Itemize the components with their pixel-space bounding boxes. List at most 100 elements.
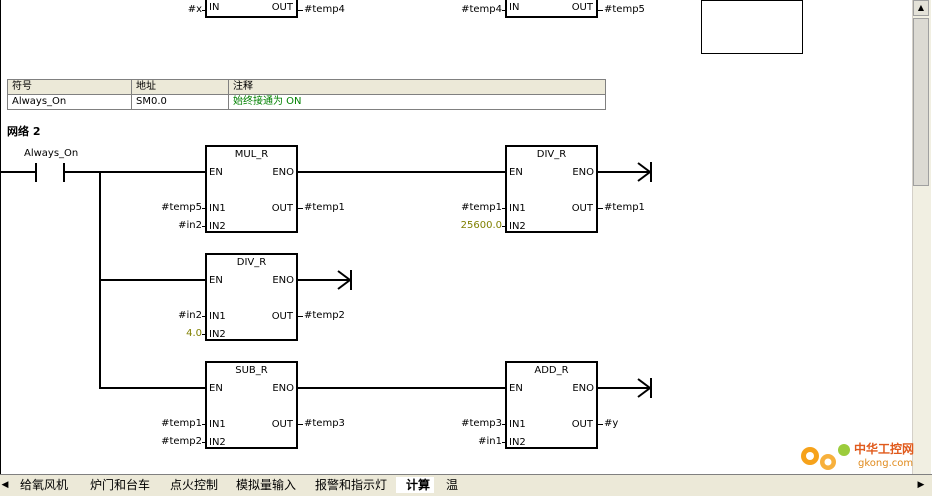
- block-title: ADD_R: [534, 365, 569, 376]
- eno-pin: ENO: [572, 383, 594, 394]
- box2-in-pin: IN: [509, 2, 520, 13]
- en-pin: EN: [209, 383, 223, 394]
- top-box-2[interactable]: IN OUT: [505, 0, 598, 18]
- header-symbol: 符号: [7, 79, 132, 95]
- in2-pin: IN2: [209, 437, 226, 448]
- eno-arrow-icon: [637, 378, 652, 398]
- rung-wire: [0, 171, 36, 173]
- header-address: 地址: [131, 79, 229, 95]
- sub-out-operand[interactable]: #temp3: [304, 418, 345, 429]
- div-r-block-2[interactable]: DIV_R EN ENO IN1 OUT IN2: [205, 253, 298, 341]
- gkong-logo: 中华工控网 gkong.com: [801, 441, 914, 470]
- eno-pin: ENO: [272, 275, 294, 286]
- box2-output-label: #temp5: [604, 4, 645, 15]
- in1-pin: IN1: [209, 311, 226, 322]
- eno-pin: ENO: [572, 167, 594, 178]
- div2-out-operand[interactable]: #temp2: [304, 310, 345, 321]
- add-out-operand[interactable]: #y: [604, 418, 619, 429]
- tab-temperature[interactable]: 温: [446, 478, 459, 492]
- rung-wire: [64, 171, 206, 173]
- tab-scroll-right-icon[interactable]: ▶: [917, 480, 925, 490]
- in1-pin: IN1: [509, 419, 526, 430]
- add-r-block[interactable]: ADD_R EN ENO IN1 OUT IN2: [505, 361, 598, 449]
- eno-pin: ENO: [272, 167, 294, 178]
- in2-pin: IN2: [509, 221, 526, 232]
- tab-calculation[interactable]: 计算: [396, 477, 435, 493]
- in2-pin: IN2: [209, 221, 226, 232]
- row-address: SM0.0: [131, 94, 229, 110]
- rung-wire: [598, 387, 650, 389]
- mul-in2-operand[interactable]: #in2: [178, 220, 202, 231]
- add-in1-operand[interactable]: #temp3: [461, 418, 502, 429]
- mul-out-operand[interactable]: #temp1: [304, 202, 345, 213]
- contact-left-bar[interactable]: [35, 163, 37, 182]
- en-pin: EN: [209, 275, 223, 286]
- sub-r-block[interactable]: SUB_R EN ENO IN1 OUT IN2: [205, 361, 298, 449]
- branch-wire: [99, 279, 206, 281]
- symbol-table: 符号 地址 注释 Always_On SM0.0 始终接通为 ON: [7, 79, 606, 110]
- row-comment: 始终接通为 ON: [228, 94, 606, 110]
- scrollbar-thumb[interactable]: [913, 18, 929, 186]
- box2-out-pin: OUT: [571, 2, 593, 13]
- rung-wire: [298, 387, 506, 389]
- en-pin: EN: [509, 383, 523, 394]
- en-pin: EN: [509, 167, 523, 178]
- box1-out-pin: OUT: [271, 2, 293, 13]
- header-comment: 注释: [228, 79, 606, 95]
- mul-r-block[interactable]: MUL_R EN ENO IN1 OUT IN2: [205, 145, 298, 233]
- contact-label: Always_On: [24, 148, 79, 159]
- row-symbol: Always_On: [7, 94, 132, 110]
- out-pin: OUT: [271, 311, 293, 322]
- div1-out-operand[interactable]: #temp1: [604, 202, 645, 213]
- block-title: MUL_R: [234, 149, 269, 160]
- out-pin: OUT: [271, 203, 293, 214]
- out-pin: OUT: [571, 203, 593, 214]
- logo-url: gkong.com: [858, 458, 913, 469]
- logo-brand: 中华工控网: [854, 441, 914, 456]
- en-pin: EN: [209, 167, 223, 178]
- network-comment-box[interactable]: [701, 0, 803, 54]
- sub-in2-operand[interactable]: #temp2: [161, 436, 202, 447]
- div2-in1-operand[interactable]: #in2: [178, 310, 202, 321]
- add-in2-operand[interactable]: #in1: [478, 436, 502, 447]
- rung-wire: [298, 171, 506, 173]
- box1-output-label: #temp4: [304, 4, 345, 15]
- top-box-1[interactable]: IN OUT: [205, 0, 298, 18]
- in1-pin: IN1: [209, 203, 226, 214]
- out-pin: OUT: [271, 419, 293, 430]
- div-r-block-1[interactable]: DIV_R EN ENO IN1 OUT IN2: [505, 145, 598, 233]
- block-title: SUB_R: [235, 365, 268, 376]
- div1-in2-operand[interactable]: 25600.0: [460, 220, 502, 231]
- box2-input-label: #temp4: [461, 4, 502, 15]
- tab-oxygen-fan[interactable]: 给氧风机: [20, 478, 69, 492]
- pou-tab-bar: ◀ 给氧风机 炉门和台车 点火控制 模拟量输入 报警和指示灯 计算 温 ▶: [0, 474, 932, 496]
- sub-in1-operand[interactable]: #temp1: [161, 418, 202, 429]
- in1-pin: IN1: [209, 419, 226, 430]
- in1-pin: IN1: [509, 203, 526, 214]
- tab-scroll-left-icon[interactable]: ◀: [1, 480, 9, 490]
- out-pin: OUT: [571, 419, 593, 430]
- table-row[interactable]: Always_On SM0.0 始终接通为 ON: [7, 94, 606, 110]
- power-rail: [0, 0, 1, 474]
- network-title[interactable]: 网络 2: [7, 125, 41, 138]
- tab-alarm-lights[interactable]: 报警和指示灯: [315, 478, 388, 492]
- scroll-up-icon[interactable]: ▲: [913, 0, 929, 16]
- branch-wire: [99, 387, 206, 389]
- block-title: DIV_R: [236, 257, 267, 268]
- eno-arrow-icon: [337, 270, 352, 290]
- mul-in1-operand[interactable]: #temp5: [161, 202, 202, 213]
- tab-furnace-door[interactable]: 炉门和台车: [90, 478, 151, 492]
- tab-analog-input[interactable]: 模拟量输入: [236, 478, 297, 492]
- eno-arrow-icon: [637, 162, 652, 182]
- div2-in2-operand[interactable]: 4.0: [186, 328, 202, 339]
- rung-wire: [598, 171, 650, 173]
- block-title: DIV_R: [536, 149, 567, 160]
- div1-in1-operand[interactable]: #temp1: [461, 202, 502, 213]
- tab-ignition[interactable]: 点火控制: [170, 478, 219, 492]
- rung-wire: [298, 279, 350, 281]
- box1-input-label: #x: [187, 4, 202, 15]
- in2-pin: IN2: [209, 329, 226, 340]
- symbol-table-header: 符号 地址 注释: [7, 79, 606, 95]
- box1-in-pin: IN: [209, 2, 220, 13]
- eno-pin: ENO: [272, 383, 294, 394]
